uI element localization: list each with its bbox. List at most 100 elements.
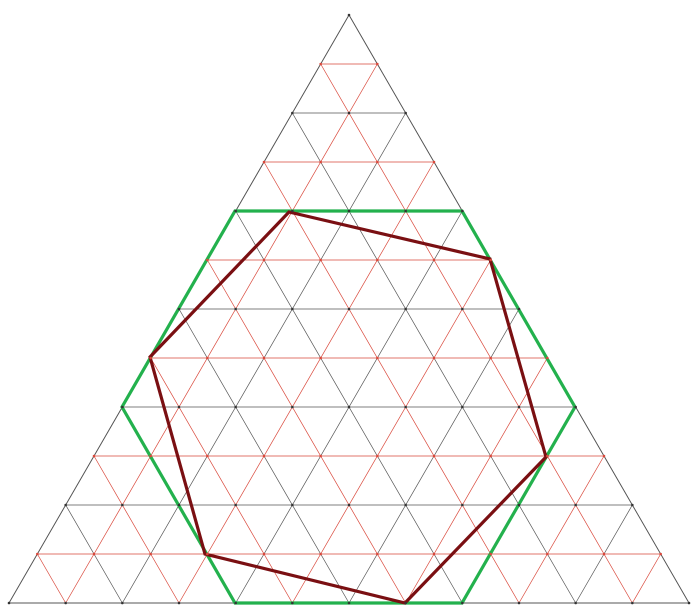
grid-vertex	[461, 307, 464, 311]
grid-vertex	[262, 552, 266, 556]
grid-vertex	[177, 307, 181, 311]
grid-vertex	[7, 601, 11, 605]
grid-vertex	[262, 356, 266, 360]
grid-vertex	[602, 454, 606, 458]
grid-vertex	[461, 209, 464, 213]
grid-vertex	[489, 258, 492, 262]
grid-vertex	[574, 503, 577, 507]
grid-vertex	[461, 601, 464, 605]
grid-vertex	[347, 111, 351, 115]
grid-vertex	[517, 601, 521, 605]
grid-vertex	[517, 503, 521, 507]
grid-vertex	[291, 307, 294, 311]
grid-vertex	[291, 111, 294, 115]
grid-vertex	[376, 454, 379, 458]
grid-vertex	[687, 601, 691, 605]
grid-vertex	[92, 454, 96, 458]
grid-vertex	[36, 552, 39, 556]
grid-vertex	[404, 209, 407, 213]
grid-vertex	[376, 356, 379, 360]
grid-line-right-diagonal	[93, 455, 180, 604]
grid-vertex	[319, 160, 322, 164]
grid-vertex	[432, 552, 436, 556]
grid-vertex	[546, 356, 549, 360]
grid-vertex	[149, 356, 152, 360]
grid-vertex	[432, 454, 436, 458]
grid-vertex	[602, 552, 606, 556]
grid-vertex	[376, 552, 379, 556]
grid-vertex	[319, 62, 322, 66]
grid-vertex	[404, 307, 407, 311]
grid-vertex	[149, 552, 152, 556]
grid-vertex	[206, 258, 209, 262]
grid-line-right-diagonal	[207, 259, 406, 604]
grid-vertex	[461, 405, 464, 409]
grid-vertex	[347, 405, 351, 409]
grid-vertex	[319, 454, 322, 458]
grid-vertex	[234, 209, 237, 213]
grid-vertex	[291, 601, 294, 605]
grid-vertex	[376, 62, 379, 66]
grid-vertex	[489, 552, 492, 556]
grid-vertex	[319, 356, 322, 360]
grid-vertex	[489, 454, 492, 458]
grid-vertex	[121, 601, 124, 605]
grid-vertex	[347, 13, 351, 17]
grid-vertex	[206, 552, 209, 556]
grid-vertices	[7, 13, 691, 605]
grid-vertex	[461, 503, 464, 507]
grid-vertex	[404, 405, 407, 409]
grid-vertex	[432, 258, 436, 262]
grid-vertex	[262, 160, 266, 164]
grid-vertex	[347, 209, 351, 213]
grid-vertex	[546, 454, 549, 458]
grid-vertex	[574, 405, 577, 409]
grid-vertex	[376, 160, 379, 164]
grid-vertex	[177, 405, 181, 409]
grid-vertex	[149, 454, 152, 458]
grid-vertex	[121, 503, 124, 507]
grid-line-right-diagonal	[150, 357, 293, 604]
grid-line-left-diagonal	[292, 259, 491, 604]
grid-vertex	[631, 503, 634, 507]
grid-vertex	[177, 503, 181, 507]
grid-vertex	[262, 258, 266, 262]
grid-vertex	[206, 454, 209, 458]
grid-line-left-diagonal	[632, 553, 661, 604]
grid-vertex	[574, 601, 577, 605]
grid-vertex	[64, 601, 67, 605]
grid-vertex	[404, 601, 407, 605]
grid-vertex	[432, 356, 436, 360]
grid-vertex	[291, 209, 294, 213]
grid-vertex	[291, 405, 294, 409]
grid-line-left-diagonal	[178, 161, 435, 604]
grid-line-left-diagonal	[65, 63, 378, 604]
grid-vertex	[262, 454, 266, 458]
grid-vertex	[347, 503, 351, 507]
grid-line-right-diagonal	[37, 553, 66, 604]
grid-vertex	[121, 405, 124, 409]
grid-vertex	[376, 258, 379, 262]
grid-line-right-diagonal	[320, 63, 633, 604]
grid-line-left-diagonal	[405, 357, 548, 604]
grid-vertex	[347, 601, 351, 605]
grid-vertex	[234, 405, 237, 409]
grid-vertex	[659, 552, 662, 556]
grid-vertex	[319, 552, 322, 556]
grid-vertex	[92, 552, 96, 556]
grid-vertex	[64, 503, 67, 507]
grid-vertex	[432, 160, 436, 164]
grid-vertex	[517, 405, 521, 409]
grid-vertex	[404, 503, 407, 507]
grid-vertex	[234, 503, 237, 507]
grid-line-left-diagonal	[518, 455, 605, 604]
grid-vertex	[206, 356, 209, 360]
grid-vertex	[177, 601, 181, 605]
grid-vertex	[517, 307, 521, 311]
grid-vertex	[347, 307, 351, 311]
grid-vertex	[234, 307, 237, 311]
grid-vertex	[631, 601, 634, 605]
grid-vertex	[546, 552, 549, 556]
grid-vertex	[319, 258, 322, 262]
